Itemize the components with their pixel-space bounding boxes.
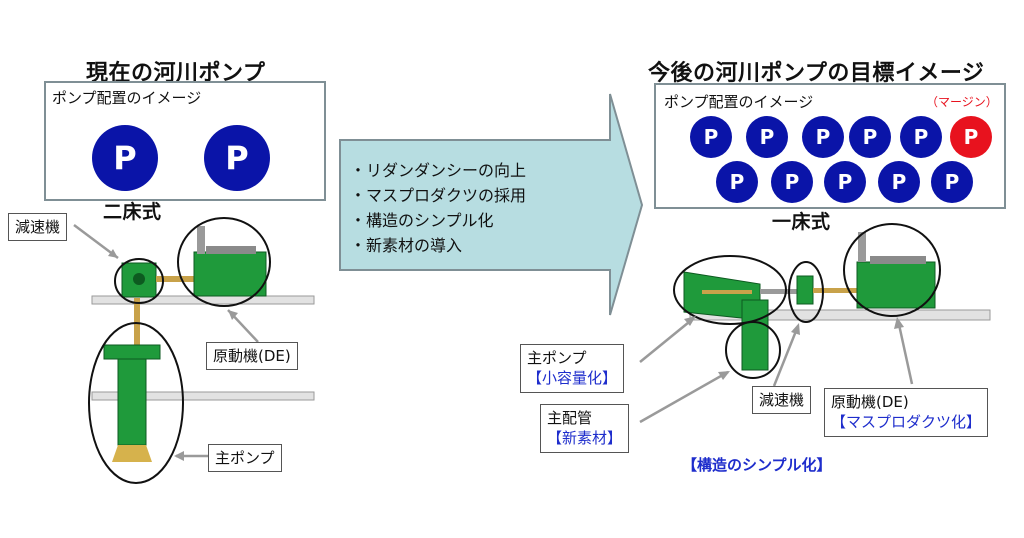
main-pump-text: 主ポンプ — [527, 349, 587, 367]
left-type-label: 二床式 — [103, 201, 162, 223]
improvement-item: ・構造のシンプル化 — [350, 211, 494, 230]
left-reducer-body — [121, 262, 157, 298]
pump-badge: P — [771, 161, 813, 203]
margin-label: （マージン） — [926, 95, 998, 109]
left-engine-ring — [177, 217, 271, 307]
left-engine-body — [193, 251, 267, 297]
right-layout-panel: ポンプ配置のイメージ （マージン） P P P P P P P P P P P — [654, 83, 1006, 209]
pump-badge: P — [802, 116, 844, 158]
callout-reducer-left: 減速機 — [8, 213, 68, 242]
left-layout-panel: ポンプ配置のイメージ P P — [44, 81, 326, 201]
callout-main-pump-left: 主ポンプ — [208, 444, 282, 473]
right-engine-ring — [843, 223, 941, 317]
pump-badge: P — [878, 161, 920, 203]
left-floor-lower — [91, 391, 315, 401]
pump-badge: P — [849, 116, 891, 158]
right-pipe — [741, 299, 769, 371]
pump-badge-margin: P — [950, 116, 992, 158]
pump-badge: P — [716, 161, 758, 203]
right-panel-label: ポンプ配置のイメージ — [664, 93, 814, 111]
callout-engine-left: 原動機(DE) — [206, 342, 298, 371]
right-pump-ring — [673, 255, 787, 325]
right-floor — [689, 309, 991, 321]
pump-badge: P — [931, 161, 973, 203]
left-pump-ring — [88, 322, 184, 484]
pump-badge: P — [92, 125, 158, 191]
main-pump-note: 【小容量化】 — [527, 369, 618, 388]
improvement-item: ・リダンダンシーの向上 — [350, 161, 527, 180]
right-pipe-ring — [725, 321, 781, 379]
callout-main-pump-right: 主ポンプ 【小容量化】 — [520, 344, 625, 393]
main-pipe-note: 【新素材】 — [547, 429, 623, 448]
pump-badge: P — [746, 116, 788, 158]
left-reducer-ring — [114, 258, 164, 304]
big-arrow — [339, 93, 644, 316]
engine-text: 原動機(DE) — [831, 393, 909, 411]
improvement-item: ・マスプロダクツの採用 — [350, 186, 527, 205]
callout-reducer-right: 減速機 — [752, 386, 812, 415]
main-pipe-text: 主配管 — [547, 409, 593, 427]
engine-note: 【マスプロダクツ化】 — [831, 413, 982, 432]
pump-badge: P — [204, 125, 270, 191]
right-reducer-ring — [788, 261, 824, 323]
left-panel-label: ポンプ配置のイメージ — [52, 89, 202, 107]
pump-badge: P — [824, 161, 866, 203]
pump-badge: P — [900, 116, 942, 158]
right-title: 今後の河川ポンプの目標イメージ — [648, 61, 985, 86]
right-engine-body — [856, 261, 936, 309]
right-type-label: 一床式 — [772, 211, 831, 233]
pump-badge: P — [690, 116, 732, 158]
footer-note: 【構造のシンプル化】 — [682, 456, 832, 474]
callout-main-pipe-right: 主配管 【新素材】 — [540, 404, 630, 453]
improvement-item: ・新素材の導入 — [350, 236, 463, 255]
right-reducer-body — [796, 275, 814, 305]
callout-engine-right: 原動機(DE) 【マスプロダクツ化】 — [824, 388, 989, 437]
improvement-list: ・リダンダンシーの向上 ・マスプロダクツの採用 ・構造のシンプル化 ・新素材の導… — [350, 158, 526, 258]
left-pump-column — [117, 344, 147, 446]
